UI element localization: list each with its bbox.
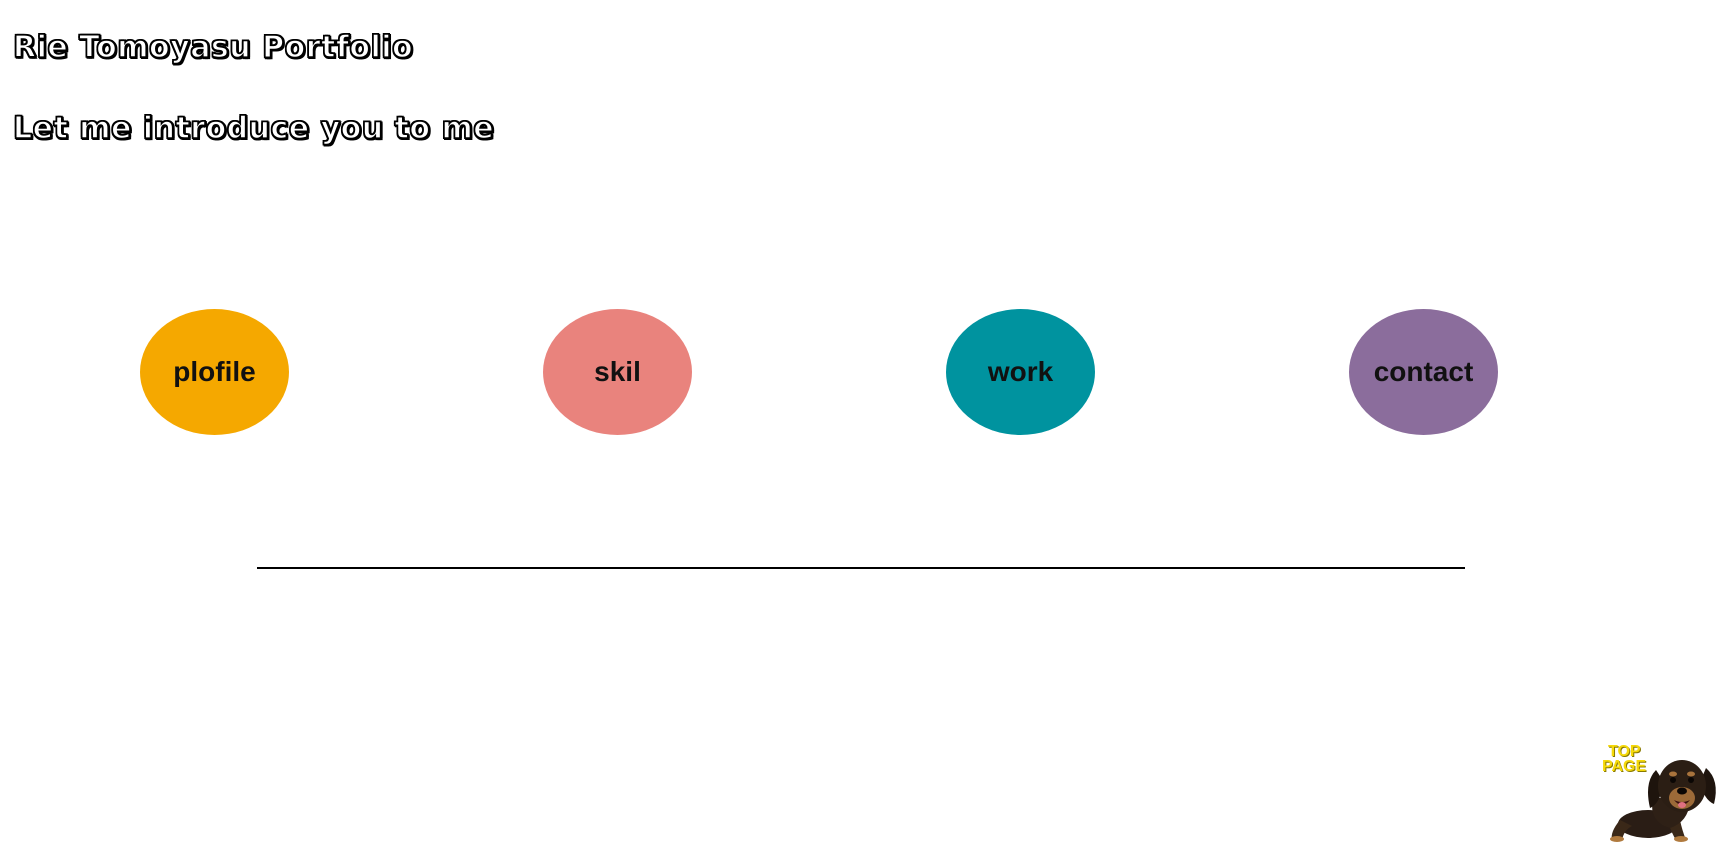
nav-contact-button[interactable]: contact — [1349, 309, 1498, 435]
dachshund-dog-icon — [1610, 760, 1716, 842]
nav-work-button[interactable]: work — [946, 309, 1095, 435]
section-divider — [257, 567, 1465, 569]
nav-contact-label: contact — [1373, 356, 1474, 387]
site-title: Rie Tomoyasu Portfolio — [12, 29, 414, 66]
nav-profile-label: plofile — [173, 356, 256, 387]
main-nav: plofile skil work contact — [0, 309, 1730, 435]
top-page-label-line2: PAGE — [1602, 758, 1647, 775]
top-page-label-line1: TOP — [1608, 743, 1641, 760]
top-page-label: TOP PAGE — [1602, 743, 1647, 775]
nav-skill-button[interactable]: skil — [543, 309, 692, 435]
nav-skill-label: skil — [594, 356, 641, 387]
nav-work-label: work — [987, 356, 1054, 387]
top-page-button[interactable]: TOP PAGE — [1598, 742, 1720, 844]
site-subtitle: Let me introduce you to me — [12, 110, 495, 147]
nav-profile-button[interactable]: plofile — [140, 309, 289, 435]
